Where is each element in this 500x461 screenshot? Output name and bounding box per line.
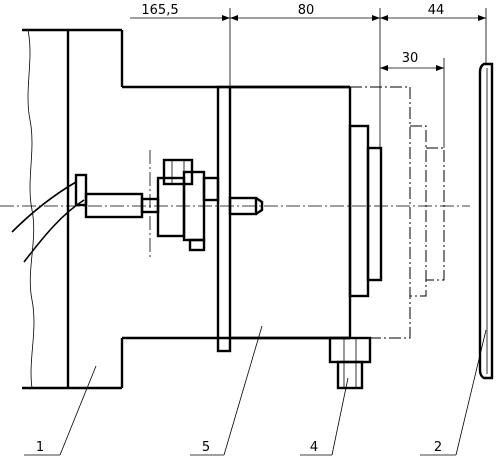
coupling-foot	[188, 238, 206, 252]
terminal-base	[328, 336, 372, 364]
dim-arrow	[372, 15, 380, 21]
motor-body-part-5	[230, 85, 383, 340]
break-line	[27, 29, 35, 389]
dim-arrow	[230, 15, 238, 21]
dim-text-30: 30	[402, 51, 419, 66]
coupling-nut	[202, 176, 220, 202]
cable-clamp	[74, 173, 88, 207]
motor-hub	[348, 124, 370, 298]
dim-text-165: 165,5	[141, 3, 178, 18]
leader-4	[331, 377, 349, 456]
dim-text-80: 80	[298, 3, 315, 18]
callout-2: 2	[434, 440, 442, 455]
phantom-outline-3	[426, 147, 445, 281]
terminal-part-4	[328, 336, 372, 390]
dim-arrow	[436, 65, 444, 71]
shaft-tip	[255, 197, 264, 215]
leader-2	[455, 329, 487, 456]
cover-plate	[478, 62, 494, 380]
leader-1	[59, 365, 97, 456]
phantom-outline-2	[410, 125, 427, 297]
cover-plate-part-2	[478, 62, 494, 380]
coupling-block	[156, 176, 186, 238]
flange-plate	[216, 85, 232, 353]
terminal-stud	[336, 360, 364, 390]
motor-hub-front	[366, 146, 383, 282]
dim-arrow	[222, 15, 230, 21]
callout-5: 5	[202, 440, 210, 455]
dim-arrow	[478, 15, 486, 21]
cable	[23, 199, 85, 263]
flange	[216, 85, 232, 353]
cable	[11, 181, 77, 233]
dim-arrow	[380, 65, 388, 71]
phantom-outlines	[350, 86, 445, 339]
callout-leaders	[24, 325, 487, 456]
dim-text-44: 44	[428, 3, 445, 18]
shaft-coupling	[11, 158, 264, 263]
shaft-left	[84, 192, 144, 219]
dimension-lines	[130, 8, 487, 148]
callout-1: 1	[36, 440, 44, 455]
dim-arrow	[380, 15, 388, 21]
leader-5	[223, 325, 263, 456]
callout-4: 4	[310, 440, 318, 455]
